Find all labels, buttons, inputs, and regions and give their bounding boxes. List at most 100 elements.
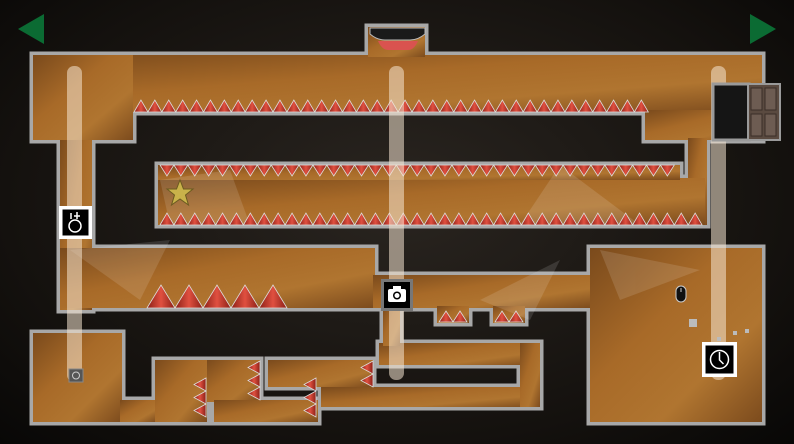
spike-icon: [438, 310, 454, 323]
spike-icon: [242, 164, 259, 177]
spike-icon: [562, 212, 578, 226]
spike-icon: [312, 212, 328, 226]
next-level-arrow-icon[interactable]: [750, 14, 776, 44]
spike-rows: [133, 99, 703, 418]
spike-icon: [520, 212, 536, 226]
spike-icon: [174, 284, 204, 309]
spike-icon: [369, 99, 385, 113]
spike-icon: [230, 284, 260, 309]
spike-icon: [214, 212, 231, 226]
spike-icon: [645, 212, 662, 226]
spike-icon: [439, 99, 455, 113]
spike-icon: [451, 164, 467, 177]
spike-icon: [536, 99, 552, 113]
spike-icon: [256, 212, 272, 226]
spike-icon: [326, 212, 342, 226]
spike-icon: [247, 386, 261, 401]
spike-icon: [326, 164, 342, 177]
spike-icon: [340, 212, 356, 226]
floor-tile: [520, 343, 540, 407]
spike-icon: [452, 310, 468, 323]
spike-icon: [564, 99, 580, 113]
spike-icon: [175, 99, 191, 113]
spike-icon: [286, 99, 302, 113]
reset-icon[interactable]: [68, 368, 84, 383]
spike-icon: [247, 360, 261, 375]
spike-icon: [437, 164, 453, 177]
star-icon[interactable]: [165, 178, 195, 207]
spike-icon: [562, 164, 578, 177]
spike-icon: [479, 212, 495, 226]
spike-icon: [188, 99, 205, 113]
spike-icon: [159, 164, 175, 177]
spike-icon: [201, 212, 217, 226]
spike-icon: [360, 373, 374, 388]
spike-icon: [161, 99, 177, 113]
spike-icon: [312, 164, 328, 177]
spike-icon: [578, 99, 594, 113]
spike-icon: [522, 99, 538, 113]
spike-icon: [478, 164, 495, 177]
spike-icon: [437, 212, 453, 226]
spike-icon: [200, 164, 217, 177]
spike-icon: [355, 99, 371, 113]
spike-icon: [146, 284, 176, 309]
exit-door[interactable]: [711, 82, 781, 142]
spike-icon: [633, 99, 649, 113]
spike-icon: [367, 164, 384, 177]
spike-icon: [270, 164, 286, 177]
spike-icon: [303, 377, 317, 392]
spike-icon: [508, 99, 524, 113]
spike-icon: [492, 164, 509, 177]
clock-icon[interactable]: [702, 342, 737, 377]
camera-icon[interactable]: [381, 279, 413, 311]
spike-icon: [576, 212, 592, 226]
spike-icon: [159, 212, 175, 226]
spike-icon: [284, 164, 300, 177]
spike-icon: [480, 99, 497, 113]
spike-icon: [631, 164, 648, 177]
spike-icon: [300, 99, 316, 113]
spike-icon: [619, 99, 636, 113]
floor-tile: [268, 360, 373, 387]
prev-level-arrow-icon[interactable]: [18, 14, 44, 44]
spike-icon: [425, 99, 441, 113]
spike-icon: [506, 164, 523, 177]
spike-icon: [187, 212, 203, 226]
spike-icon: [494, 99, 510, 113]
spike-icon: [590, 164, 606, 177]
floor-area: [33, 27, 762, 422]
spike-icon: [341, 99, 358, 113]
spike-icon: [508, 310, 524, 323]
spike-icon: [631, 212, 648, 226]
spike-icon: [590, 212, 606, 226]
spike-icon: [548, 212, 564, 226]
floor-tile: [33, 55, 133, 140]
spike-icon: [618, 212, 634, 226]
spike-icon: [520, 164, 537, 177]
spike-icon: [673, 212, 689, 226]
spike-icon: [270, 212, 286, 226]
floor-tile: [379, 343, 540, 365]
spike-icon: [202, 284, 232, 309]
spike-icon: [284, 212, 300, 226]
spike-icon: [645, 164, 662, 177]
red-button-icon[interactable]: [369, 27, 426, 50]
spike-icon: [659, 212, 675, 226]
spike-icon: [173, 212, 189, 226]
spike-icon: [465, 164, 481, 177]
spike-icon: [193, 403, 207, 418]
spike-icon: [256, 164, 272, 177]
spike-icon: [592, 99, 608, 113]
spike-icon: [272, 99, 288, 113]
spike-icon: [247, 373, 261, 388]
spike-icon: [303, 390, 317, 405]
floor-tile: [120, 400, 157, 422]
spike-icon: [550, 99, 566, 113]
gravity-switch-icon[interactable]: [59, 206, 92, 239]
spike-icon: [230, 99, 246, 113]
spike-icon: [576, 164, 592, 177]
spike-icon: [314, 99, 330, 113]
spike-icon: [216, 99, 232, 113]
